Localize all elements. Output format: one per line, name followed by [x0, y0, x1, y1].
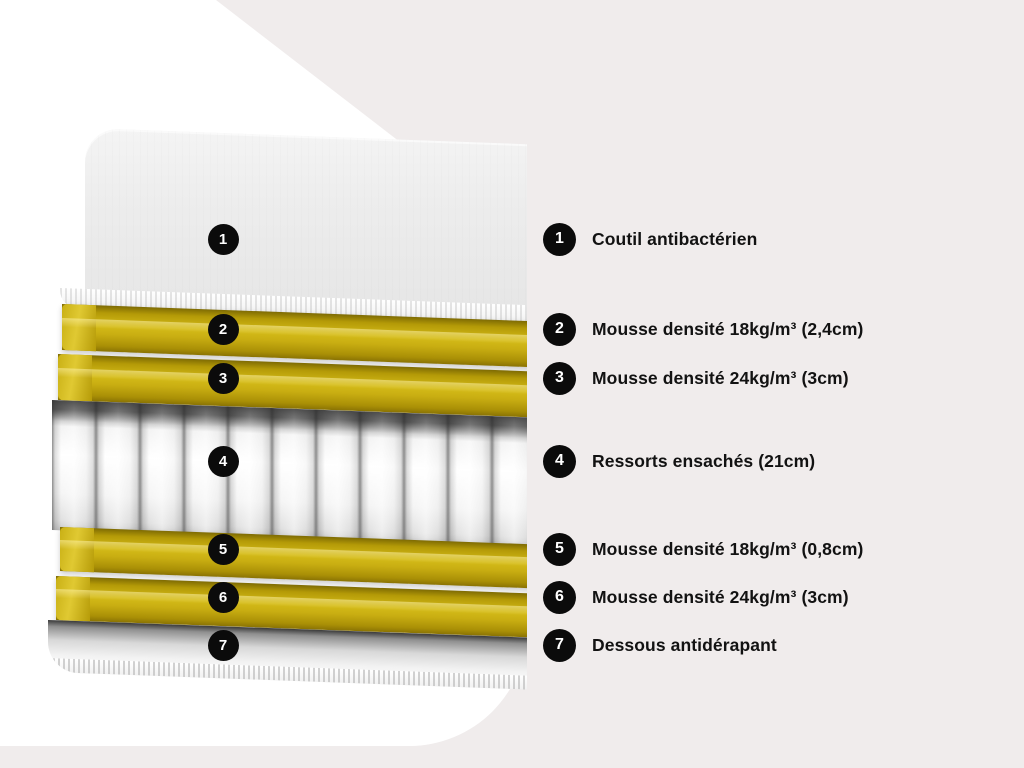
- legend-badge-1: 1: [543, 222, 576, 256]
- legend-item-1: 1 Coutil antibactérien: [543, 222, 758, 256]
- mattress-illustration: [0, 0, 527, 746]
- mattress-badge-6: 6: [207, 581, 239, 613]
- legend-badge-4: 4: [543, 444, 576, 478]
- foam-highlight: [60, 540, 527, 568]
- mattress-badge-5: 5: [207, 533, 239, 565]
- legend-badge-2: 2: [543, 312, 576, 346]
- legend-item-6: 6 Mousse densité 24kg/m³ (3cm): [543, 580, 849, 614]
- legend-label-2: Mousse densité 18kg/m³ (2,4cm): [592, 318, 864, 339]
- legend-badge-6: 6: [543, 580, 576, 614]
- legend-label-6: Mousse densité 24kg/m³ (3cm): [592, 586, 849, 607]
- legend-label-1: Coutil antibactérien: [592, 228, 758, 249]
- legend-badge-3: 3: [543, 361, 576, 395]
- legend-label-3: Mousse densité 24kg/m³ (3cm): [592, 367, 849, 388]
- legend-badge-5: 5: [543, 532, 576, 566]
- layer-1-coutil-top: [85, 128, 527, 311]
- legend-label-7: Dessous antidérapant: [592, 634, 777, 655]
- legend-badge-7: 7: [543, 628, 576, 662]
- legend-label-5: Mousse densité 18kg/m³ (0,8cm): [592, 538, 864, 559]
- foam-highlight: [56, 589, 527, 617]
- foam-highlight: [62, 317, 527, 346]
- foam-highlight: [58, 367, 527, 396]
- mattress-badge-1: 1: [207, 223, 239, 255]
- legend-item-3: 3 Mousse densité 24kg/m³ (3cm): [543, 361, 849, 395]
- legend-label-4: Ressorts ensachés (21cm): [592, 450, 816, 471]
- legend-item-7: 7 Dessous antidérapant: [543, 628, 777, 662]
- mattress-badge-2: 2: [207, 313, 239, 345]
- layer-4-pocket-springs: [52, 400, 527, 549]
- legend-item-4: 4 Ressorts ensachés (21cm): [543, 444, 816, 478]
- mattress-badge-3: 3: [207, 362, 239, 394]
- legend-item-5: 5 Mousse densité 18kg/m³ (0,8cm): [543, 532, 864, 566]
- legend-item-2: 2 Mousse densité 18kg/m³ (2,4cm): [543, 312, 864, 346]
- mattress-badge-4: 4: [207, 445, 239, 477]
- mattress-badge-7: 7: [207, 629, 239, 661]
